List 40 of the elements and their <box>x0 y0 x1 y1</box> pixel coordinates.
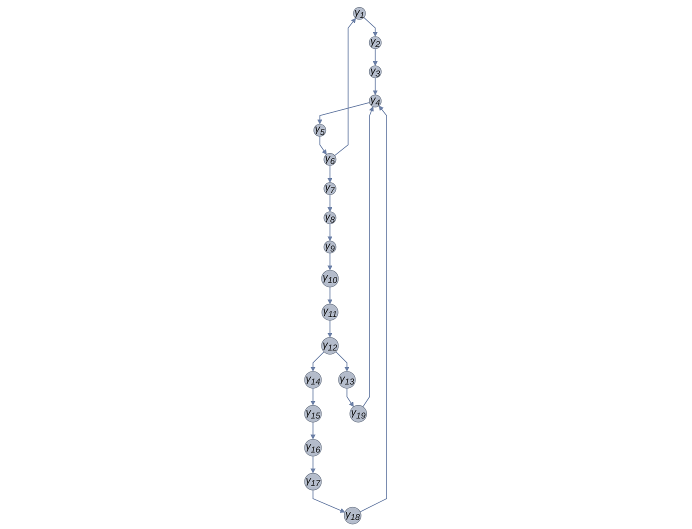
node-circle: γ$_{6}$ <box>324 153 337 166</box>
node-circle: γ$_{3}$ <box>369 65 382 78</box>
node-circle: γ$_{16}$ <box>304 438 322 456</box>
node-circle: γ$_{9}$ <box>324 240 337 254</box>
arrow <box>318 102 370 124</box>
node-circle: γ$_{10}$ <box>322 270 340 288</box>
node-circle: γ$_{7}$ <box>324 182 337 195</box>
node-circle: γ$_{13}$ <box>338 371 356 389</box>
node-circle: γ$_{18}$ <box>344 506 362 524</box>
node-circle: γ$_{19}$ <box>350 405 368 422</box>
arrow <box>328 223 333 242</box>
arrow <box>320 136 328 155</box>
arrow <box>362 106 374 408</box>
node-circle: γ$_{11}$ <box>322 304 339 321</box>
arrow <box>328 286 333 304</box>
arrow <box>364 17 378 37</box>
arrow <box>328 165 333 183</box>
arrow <box>373 77 378 96</box>
arrow <box>310 422 316 440</box>
node-circle: γ$_{17}$ <box>304 472 322 490</box>
arrow <box>312 490 346 513</box>
arrow <box>360 106 388 512</box>
arrow <box>334 18 356 156</box>
node-circle: γ$_{2}$ <box>369 36 382 49</box>
arrow <box>310 456 316 474</box>
arrow <box>336 351 350 372</box>
arrow <box>328 252 333 270</box>
arrow <box>310 351 325 372</box>
node-circle: γ$_{12}$ <box>322 337 340 355</box>
arrow <box>346 388 354 407</box>
arrow <box>328 194 333 212</box>
arrow <box>310 388 316 406</box>
node-circle: γ$_{4}$ <box>369 94 382 108</box>
node-circle: γ$_{15}$ <box>304 405 322 422</box>
node-circle: γ$_{1}$ <box>354 7 366 20</box>
node-circle: γ$_{8}$ <box>324 211 337 224</box>
arrow <box>373 48 378 66</box>
node-circle: γ$_{5}$ <box>314 124 327 137</box>
node-circle: γ$_{14}$ <box>304 371 322 389</box>
arrow <box>328 320 333 338</box>
